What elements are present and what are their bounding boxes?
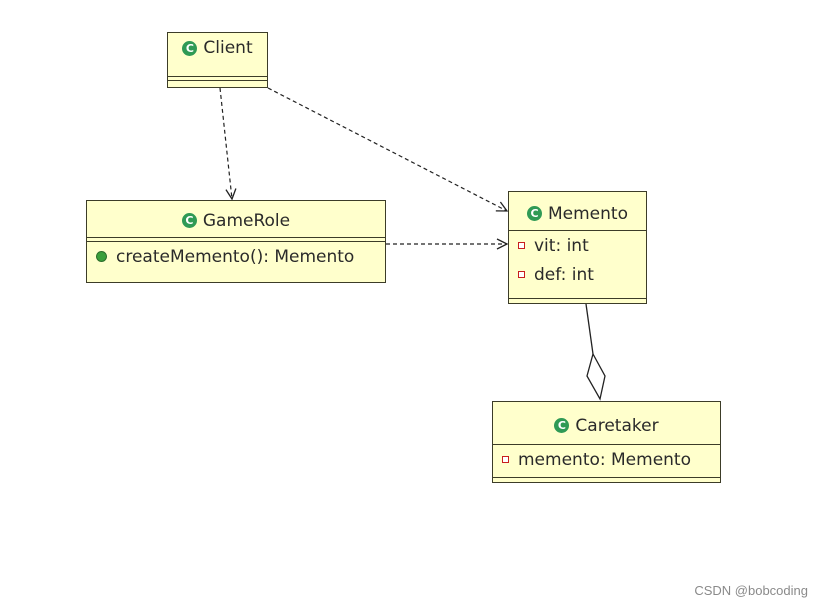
dependency-client-gamerole	[219, 87, 232, 199]
attribute-text: memento: Memento	[518, 449, 691, 470]
class-name: Caretaker	[575, 415, 659, 436]
class-c-icon: C	[181, 213, 197, 228]
class-gamerole-header: C GameRole	[87, 201, 385, 237]
class-caretaker-header: C Caretaker	[493, 402, 720, 444]
class-c-icon: C	[554, 418, 570, 433]
public-method-icon	[96, 251, 107, 262]
class-memento[interactable]: C Memento vit: int def: int	[508, 191, 647, 304]
class-compartments	[168, 76, 267, 81]
class-caretaker[interactable]: C Caretaker memento: Memento	[492, 401, 721, 483]
class-client[interactable]: C Client	[167, 32, 268, 88]
aggregation-diamond	[586, 352, 606, 401]
class-name: GameRole	[202, 210, 291, 231]
class-memento-header: C Memento	[509, 192, 646, 230]
class-gamerole[interactable]: C GameRole createMemento(): Memento	[86, 200, 386, 283]
private-field-icon	[518, 242, 525, 249]
attribute-text: def: int	[534, 264, 594, 285]
class-client-header: C Client	[168, 33, 267, 58]
watermark: CSDN @bobcoding	[694, 583, 808, 598]
class-name: Client	[203, 38, 253, 58]
method-row: createMemento(): Memento	[87, 242, 385, 271]
attribute-row: def: int	[509, 260, 646, 289]
private-field-icon	[518, 271, 525, 278]
method-signature: createMemento(): Memento	[116, 246, 355, 267]
class-name: Memento	[548, 203, 628, 224]
private-field-icon	[502, 456, 509, 463]
attribute-row: vit: int	[509, 231, 646, 260]
class-c-icon: C	[527, 206, 542, 221]
attribute-text: vit: int	[534, 235, 589, 256]
aggregation-line	[585, 303, 594, 355]
attribute-row: memento: Memento	[493, 445, 720, 474]
dependency-client-memento	[267, 87, 507, 211]
class-c-icon: C	[182, 40, 198, 56]
